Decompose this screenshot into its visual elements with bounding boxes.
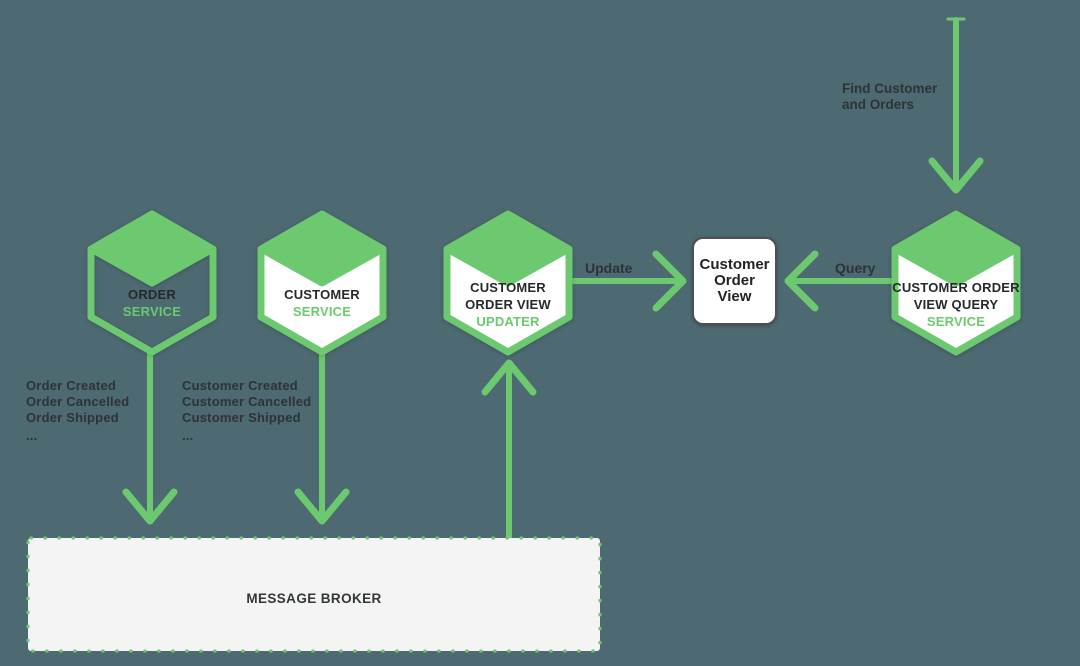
node-title: CUSTOMER ORDER bbox=[892, 280, 1020, 295]
store-label-line: View bbox=[717, 288, 752, 305]
find-customer-and-orders-label: Find Customer and Orders bbox=[842, 81, 937, 112]
customer-service-label: CUSTOMER SERVICE bbox=[257, 286, 387, 320]
customer-order-view-updater-label: CUSTOMER ORDER VIEW UPDATER bbox=[443, 279, 573, 330]
customer-order-view-updater-node: CUSTOMER ORDER VIEW UPDATER bbox=[443, 210, 573, 356]
hexagon-shape bbox=[891, 210, 1021, 356]
event-line: Customer Created bbox=[182, 378, 298, 393]
label-line: Find Customer bbox=[842, 81, 938, 96]
hexagon-shape bbox=[443, 210, 573, 356]
order-events-arrow bbox=[122, 348, 178, 525]
node-title: ORDER VIEW bbox=[465, 297, 551, 312]
event-line: Customer Cancelled bbox=[182, 394, 312, 409]
order-service-node: ORDER SERVICE bbox=[87, 210, 217, 356]
node-subtitle: SERVICE bbox=[926, 314, 986, 329]
broker-to-updater-arrow bbox=[481, 359, 537, 541]
label-line: and Orders bbox=[842, 96, 915, 112]
node-subtitle: SERVICE bbox=[122, 304, 182, 319]
query-arrow bbox=[784, 250, 893, 312]
update-arrow bbox=[571, 250, 687, 312]
customer-events-label: Customer Created Customer Cancelled Cust… bbox=[182, 378, 311, 444]
hexagon-shape bbox=[257, 210, 387, 356]
node-title: CUSTOMER bbox=[470, 280, 546, 295]
hexagon-shape bbox=[87, 210, 217, 356]
query-label: Query bbox=[835, 260, 876, 276]
message-broker-label: MESSAGE BROKER bbox=[246, 591, 382, 606]
store-label-line: Order bbox=[714, 272, 755, 289]
event-line: Order Shipped bbox=[26, 410, 119, 425]
node-subtitle: UPDATER bbox=[476, 314, 540, 329]
node-title: VIEW QUERY bbox=[913, 297, 999, 312]
event-ellipsis: ... bbox=[182, 428, 194, 443]
order-events-label: Order Created Order Cancelled Order Ship… bbox=[26, 378, 129, 444]
event-line: Customer Shipped bbox=[182, 410, 301, 425]
event-ellipsis: ... bbox=[26, 428, 38, 443]
find-orders-arrow bbox=[928, 17, 984, 194]
node-subtitle: SERVICE bbox=[292, 304, 352, 319]
customer-order-view-query-service-label: CUSTOMER ORDER VIEW QUERY SERVICE bbox=[891, 279, 1021, 330]
order-service-label: ORDER SERVICE bbox=[87, 286, 217, 320]
node-title: ORDER bbox=[128, 287, 176, 302]
customer-events-arrow bbox=[294, 348, 350, 525]
message-broker-dotted-border bbox=[26, 536, 602, 653]
customer-service-node: CUSTOMER SERVICE bbox=[257, 210, 387, 356]
customer-order-view-store: Customer Order View bbox=[692, 237, 777, 325]
node-title: CUSTOMER bbox=[284, 287, 360, 302]
event-line: Order Cancelled bbox=[26, 394, 130, 409]
update-label: Update bbox=[585, 260, 633, 276]
store-label-line: Customer bbox=[699, 256, 770, 273]
message-broker: MESSAGE BROKER bbox=[26, 536, 602, 653]
event-line: Order Created bbox=[26, 378, 117, 393]
customer-order-view-query-service-node: CUSTOMER ORDER VIEW QUERY SERVICE bbox=[891, 210, 1021, 356]
